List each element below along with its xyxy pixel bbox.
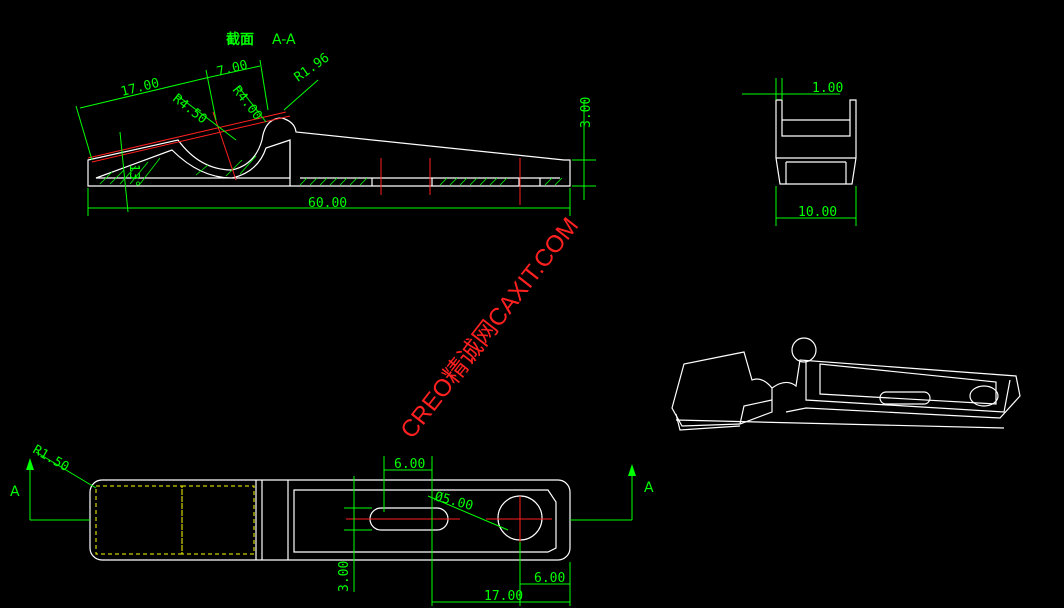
- dim-r196: R1.96: [292, 51, 333, 86]
- section-outline: [87, 117, 571, 187]
- dim-r400: R4.00: [229, 83, 265, 123]
- section-hatch: [99, 155, 563, 186]
- dim-spacing-17: 17.00: [484, 589, 523, 604]
- dim-r450: R4.50: [170, 91, 210, 127]
- plan-hidden-2: [181, 485, 255, 555]
- dim-7: 7.00: [215, 58, 249, 80]
- dim-side-1: 1.00: [812, 81, 843, 96]
- section-dimensions: 17.00 7.00 R1.96 R4.50 R4.00 3.00 13° 60…: [75, 51, 596, 216]
- dim-17: 17.00: [119, 76, 161, 100]
- section-inner: [95, 139, 291, 179]
- centerline-angled: [87, 111, 287, 159]
- dim-3: 3.00: [579, 97, 594, 128]
- section-markers: A A: [10, 458, 654, 521]
- iso-front: [671, 351, 773, 427]
- dim-edge-6: 6.00: [534, 571, 565, 586]
- marker-left: A: [10, 484, 20, 500]
- dim-hole: Ø5.00: [433, 489, 475, 514]
- side-view: 1.00 10.00: [742, 78, 857, 226]
- dim-slot-6: 6.00: [394, 457, 425, 472]
- section-label: A-A: [272, 32, 296, 48]
- dim-side-10: 10.00: [798, 205, 837, 220]
- plan-dimensions: R1.50 6.00 Ø5.00 3.00 6.00 17.00: [30, 442, 571, 606]
- section-view: 截面 A-A: [75, 31, 596, 216]
- plan-hidden-1: [95, 485, 183, 555]
- dim-angle: 13°: [126, 164, 141, 187]
- dim-slot-3: 3.00: [337, 561, 352, 592]
- watermark: CREO精诚网CAXIT.COM: [395, 213, 584, 444]
- section-title: 截面: [226, 31, 254, 48]
- isometric-view: [671, 337, 1021, 431]
- dim-60: 60.00: [308, 196, 347, 211]
- side-outline: [775, 99, 857, 185]
- plan-view: A A R1.50 6.00 Ø5.00 3.00 6.00 17.00: [10, 442, 654, 606]
- plan-pocket: [293, 489, 557, 553]
- marker-right: A: [644, 480, 654, 496]
- side-dimensions: 1.00 10.00: [742, 78, 857, 226]
- dim-r150: R1.50: [30, 442, 71, 475]
